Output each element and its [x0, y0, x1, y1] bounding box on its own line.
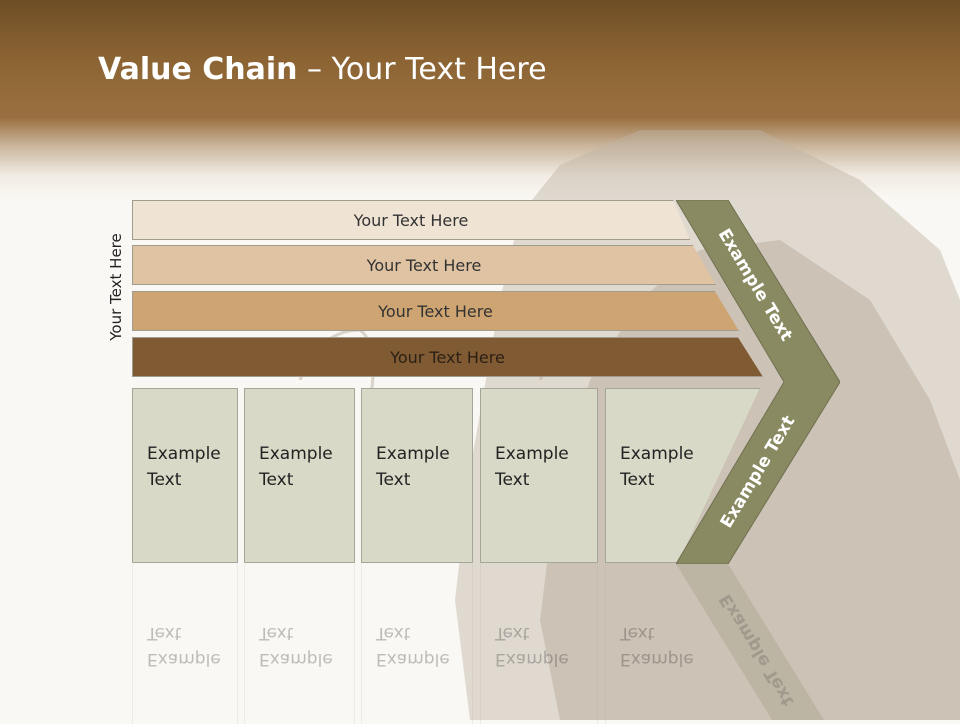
bar-2-label: Your Text Here — [366, 255, 482, 275]
box-4-line-1: Example — [495, 444, 569, 464]
title-band — [0, 0, 960, 200]
page-title: Value Chain – Your Text Here — [98, 52, 547, 87]
box-3-line-1: Example — [376, 444, 450, 464]
box-1-reflection: Example Text — [132, 564, 238, 724]
bar-1-label: Your Text Here — [353, 210, 469, 230]
box-3-line-2: Text — [376, 470, 411, 490]
box-1-line-1: Example — [147, 444, 221, 464]
vertical-label-text: Your Text Here — [107, 233, 125, 341]
reflection-4-line-1: Example — [495, 649, 569, 669]
reflection-1-line-2: Text — [147, 623, 182, 643]
reflection-4-line-2: Text — [495, 623, 530, 643]
box-1-line-2: Text — [147, 470, 182, 490]
chevron-arrow — [676, 200, 840, 564]
title-bold: Value Chain — [98, 52, 298, 87]
example-box-4: Example Text — [480, 388, 598, 563]
chevron-shape — [676, 200, 840, 564]
bar-4: Your Text Here — [132, 337, 763, 377]
box-3-reflection: Example Text — [361, 564, 473, 724]
box-4-reflection: Example Text — [480, 564, 598, 724]
box-2-reflection: Example Text — [244, 564, 355, 724]
box-4-line-2: Text — [495, 470, 530, 490]
box-5-line-2: Text — [620, 470, 655, 490]
box-2-line-1: Example — [259, 444, 333, 464]
reflection-3-line-1: Example — [376, 649, 450, 669]
reflection-2-line-1: Example — [259, 649, 333, 669]
bar-2: Your Text Here — [132, 245, 716, 285]
bar-4-label: Your Text Here — [390, 347, 505, 367]
reflection-2-line-2: Text — [259, 623, 294, 643]
reflection-3-line-2: Text — [376, 623, 411, 643]
title-rest: – Your Text Here — [297, 52, 547, 87]
example-box-1: Example Text — [132, 388, 238, 563]
bar-1: Your Text Here — [132, 200, 690, 240]
box-2-line-2: Text — [259, 470, 294, 490]
example-box-2: Example Text — [244, 388, 355, 563]
box-5-line-1: Example — [620, 444, 694, 464]
chevron-reflection — [676, 564, 824, 720]
reflection-1-line-1: Example — [147, 649, 221, 669]
bar-3-label: Your Text Here — [378, 301, 493, 321]
example-box-3: Example Text — [361, 388, 473, 563]
bar-3: Your Text Here — [132, 291, 739, 331]
